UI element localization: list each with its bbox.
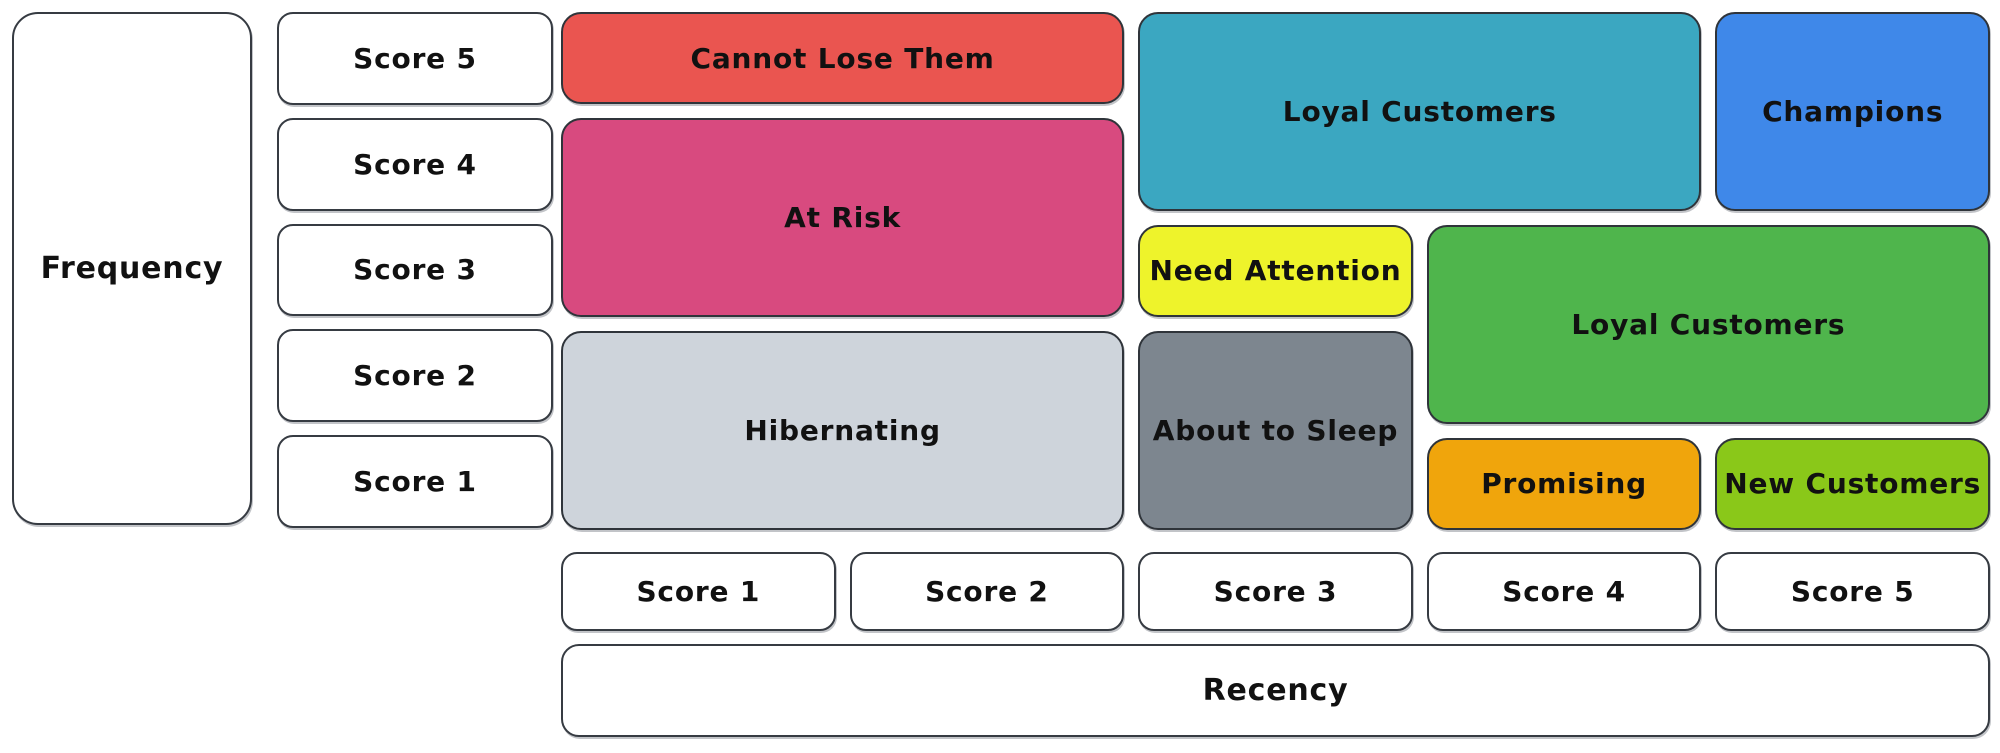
segment-new-customers: New Customers	[1715, 437, 1990, 530]
recency-axis-label: Recency	[561, 644, 1990, 737]
frequency-score-3-text: Score 3	[353, 253, 477, 287]
segment-new-customers-text: New Customers	[1724, 467, 1982, 501]
segment-need-attention-text: Need Attention	[1149, 254, 1402, 288]
frequency-score-1: Score 1	[277, 435, 553, 528]
recency-score-1: Score 1	[561, 552, 836, 631]
segment-about-to-sleep-text: About to Sleep	[1152, 414, 1399, 448]
segment-need-attention: Need Attention	[1138, 224, 1413, 318]
frequency-score-1-text: Score 1	[353, 465, 477, 499]
segment-at-risk: At Risk	[561, 118, 1125, 318]
recency-score-5-text: Score 5	[1790, 575, 1915, 608]
segment-cannot-lose-them: Cannot Lose Them	[561, 12, 1125, 105]
segment-loyal-customers-right: Loyal Customers	[1426, 224, 1990, 424]
recency-score-2-text: Score 2	[925, 575, 1049, 608]
frequency-score-2: Score 2	[277, 329, 553, 423]
recency-score-row: Score 1 Score 2 Score 3 Score 4 Score 5	[561, 552, 1990, 631]
recency-score-3: Score 3	[1138, 552, 1413, 631]
frequency-score-3: Score 3	[277, 223, 553, 317]
segment-loyal-customers-right-text: Loyal Customers	[1571, 307, 1846, 341]
frequency-score-5-text: Score 5	[353, 41, 477, 75]
segment-loyal-customers-top: Loyal Customers	[1138, 12, 1702, 211]
recency-score-4-text: Score 4	[1502, 575, 1626, 608]
frequency-score-4: Score 4	[277, 117, 553, 211]
frequency-axis-text: Frequency	[40, 251, 224, 286]
recency-score-4: Score 4	[1426, 552, 1702, 631]
recency-score-3-text: Score 3	[1213, 575, 1338, 608]
recency-axis-text: Recency	[1202, 673, 1349, 708]
frequency-axis-label: Frequency	[12, 12, 252, 525]
recency-score-1-text: Score 1	[636, 575, 761, 608]
frequency-score-column: Score 5 Score 4 Score 3 Score 2 Score 1	[277, 12, 553, 528]
segment-promising: Promising	[1426, 437, 1702, 530]
recency-score-2: Score 2	[849, 552, 1125, 631]
segment-hibernating-text: Hibernating	[744, 414, 941, 448]
frequency-score-2-text: Score 2	[353, 359, 477, 393]
segment-champions-text: Champions	[1762, 94, 1944, 128]
segment-about-to-sleep: About to Sleep	[1138, 331, 1413, 530]
segment-hibernating: Hibernating	[561, 331, 1125, 530]
segment-cannot-lose-them-text: Cannot Lose Them	[690, 41, 995, 75]
segment-loyal-customers-top-text: Loyal Customers	[1282, 94, 1557, 128]
segment-champions: Champions	[1715, 12, 1990, 211]
segment-at-risk-text: At Risk	[784, 201, 902, 235]
recency-score-5: Score 5	[1715, 552, 1990, 631]
frequency-score-5: Score 5	[277, 12, 553, 105]
frequency-score-4-text: Score 4	[353, 147, 477, 181]
segment-promising-text: Promising	[1481, 467, 1647, 501]
segment-grid: Cannot Lose Them At Risk Hibernating Loy…	[561, 12, 1990, 530]
